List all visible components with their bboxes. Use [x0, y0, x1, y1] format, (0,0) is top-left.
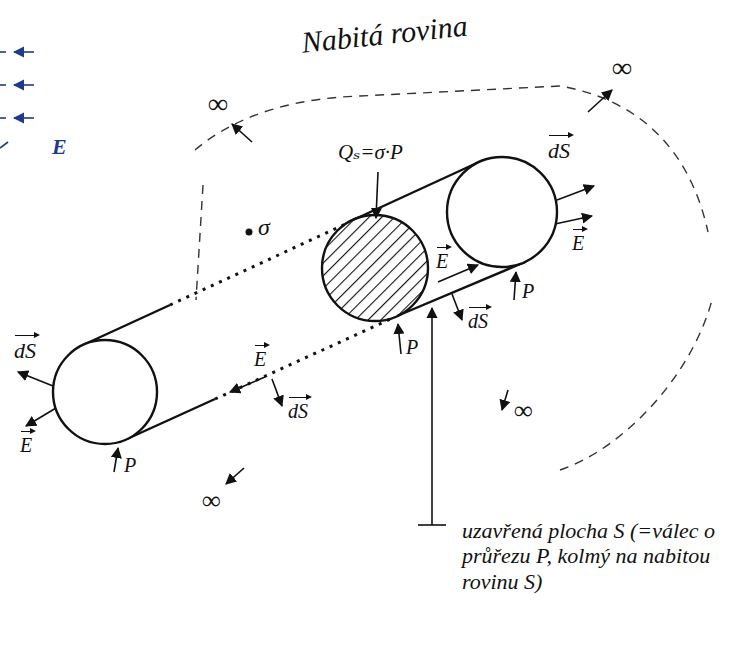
diagram-label: Qₛ=σ·P: [338, 140, 403, 164]
diagram-label: E: [52, 134, 67, 159]
diagram-label: E: [20, 428, 32, 457]
diagram-label: P: [522, 280, 534, 303]
cylinder: [53, 157, 557, 444]
note-text: uzavřená plocha S (=válec o průřezu P, k…: [462, 518, 724, 594]
diagram-label: dS: [288, 394, 308, 423]
diagram-label: ∞: [202, 486, 221, 516]
diagram-label: ∞: [612, 52, 632, 84]
field-fragment: [0, 52, 34, 148]
diagram-label: P: [406, 336, 418, 359]
diagram-label: ∞: [514, 396, 533, 426]
diagram-label: P: [124, 454, 136, 477]
diagram-label: E: [572, 226, 584, 255]
diagram-label: dS: [14, 332, 36, 363]
diagram-label: dS: [468, 304, 488, 333]
diagram-label: dS: [548, 132, 570, 163]
diagram-label: σ: [258, 214, 270, 242]
diagram-label: Nabitá rovina: [300, 9, 469, 61]
charge-density-dot: [246, 229, 253, 236]
diagram-label: E: [436, 244, 448, 273]
infinity-arrows: [226, 90, 612, 484]
diagram-label: ∞: [208, 88, 228, 120]
vector-arrows: [18, 172, 594, 525]
charged-plane-outline: [195, 86, 712, 470]
diagram-label: E: [254, 342, 266, 371]
